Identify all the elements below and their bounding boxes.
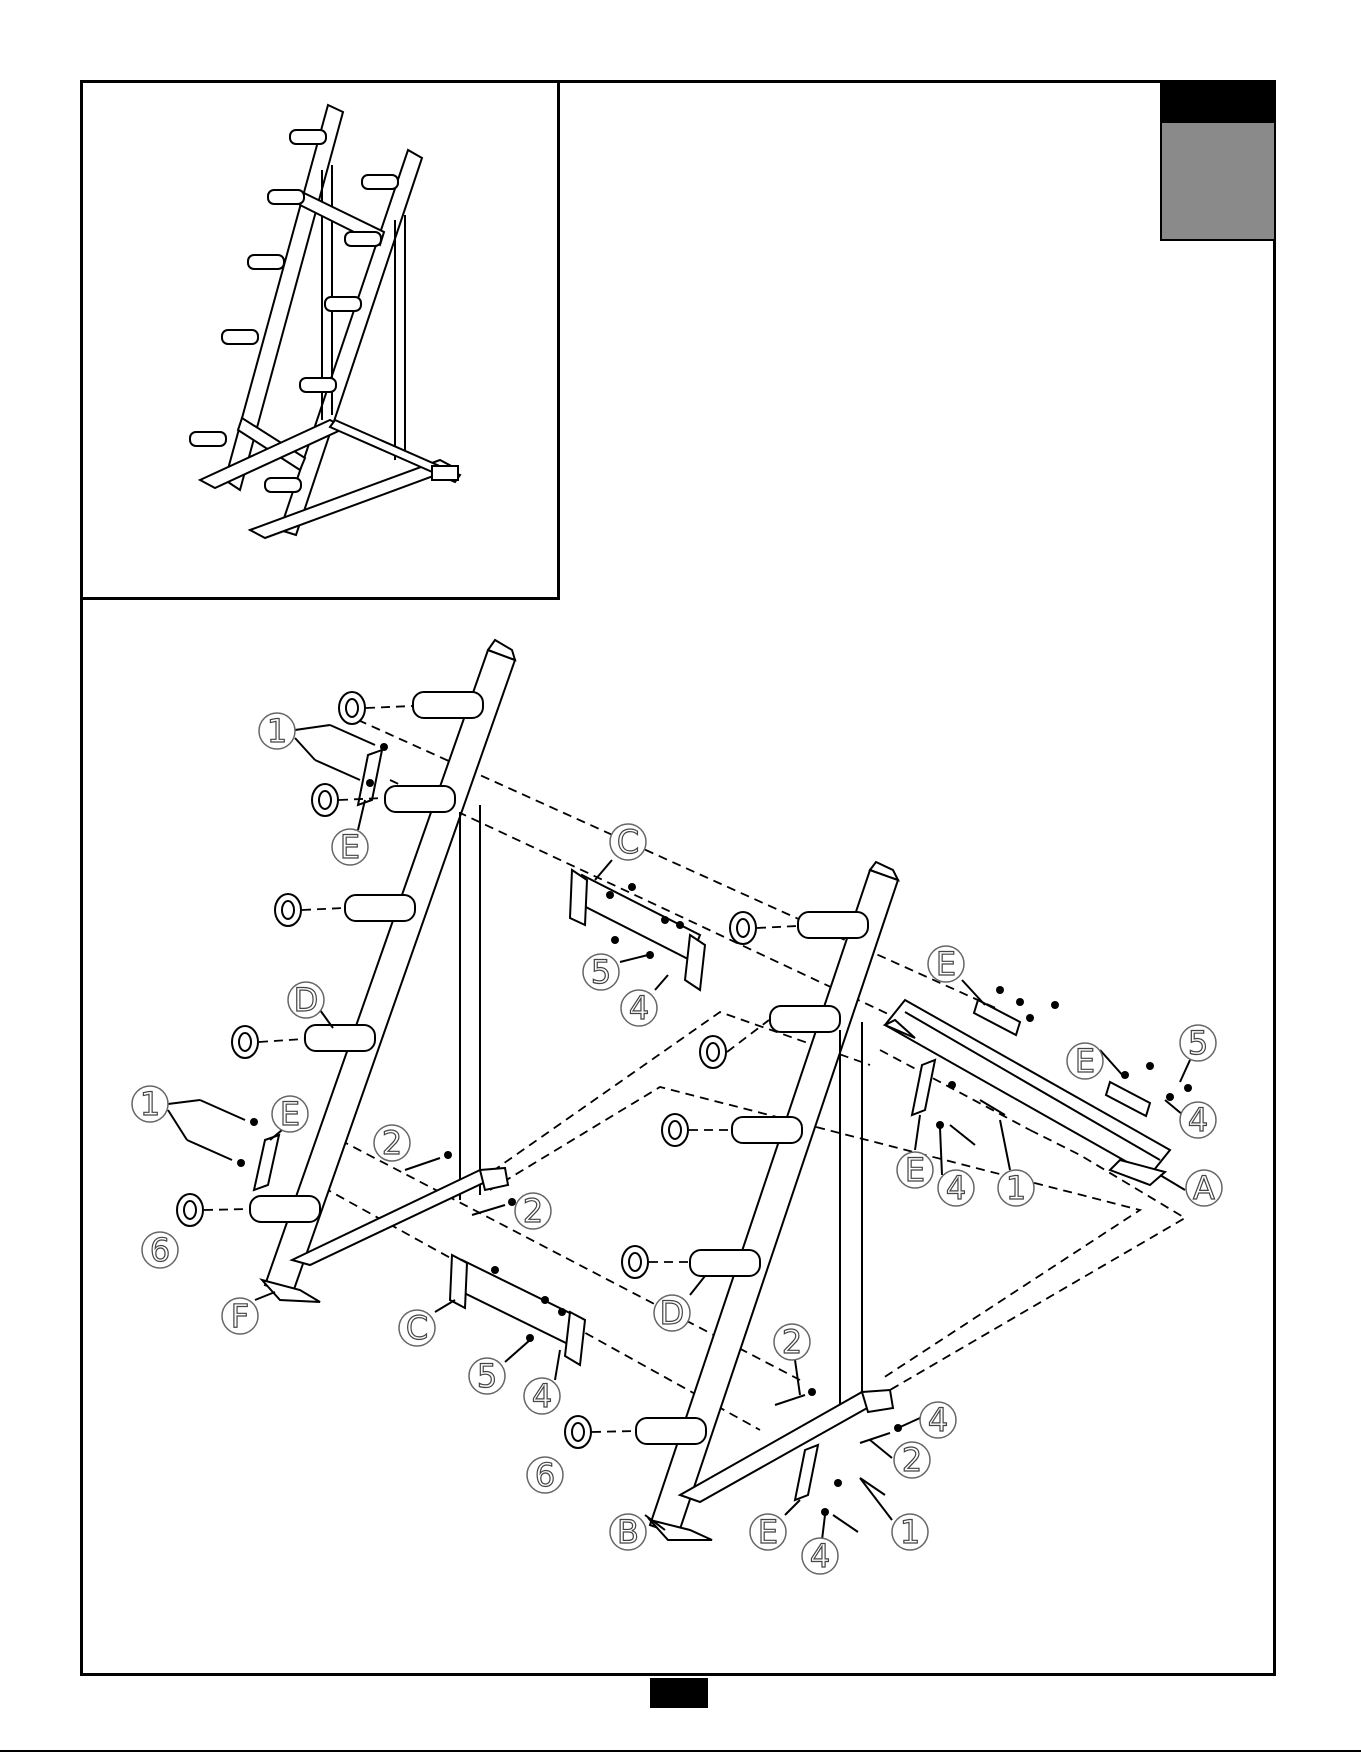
- callout-2-26: 2: [894, 1441, 930, 1479]
- callout-text: E: [280, 1095, 300, 1133]
- callout-text: 2: [382, 1124, 402, 1162]
- callout-text: 6: [535, 1456, 555, 1494]
- callout-text: D: [294, 981, 319, 1019]
- callout-text: C: [406, 1309, 428, 1347]
- callout-F-19: F: [222, 1297, 258, 1335]
- callout-A-17: A: [1186, 1169, 1222, 1207]
- callout-text: E: [905, 1151, 925, 1189]
- callout-E-8: E: [1067, 1042, 1103, 1080]
- callout-6-18: 6: [142, 1231, 178, 1269]
- callout-E-6: E: [928, 945, 964, 983]
- callout-text: 1: [140, 1085, 160, 1123]
- callout-1-10: 1: [132, 1085, 168, 1123]
- callout-D-21: D: [654, 1294, 690, 1332]
- callout-text: 4: [532, 1377, 552, 1415]
- callout-text: 1: [1006, 1169, 1026, 1207]
- callout-1-16: 1: [998, 1169, 1034, 1207]
- peg-sleeves-6: [177, 692, 797, 1448]
- callout-E-11: E: [272, 1095, 308, 1133]
- callout-E-14: E: [897, 1151, 933, 1189]
- callout-6-27: 6: [527, 1456, 563, 1494]
- callout-5-7: 5: [1180, 1024, 1216, 1062]
- callout-5-3: 5: [583, 953, 619, 991]
- callout-2-13: 2: [515, 1192, 551, 1230]
- callout-D-5: D: [288, 981, 324, 1019]
- callout-B-28: B: [610, 1513, 646, 1551]
- callout-text: 5: [1188, 1024, 1208, 1062]
- callout-text: 2: [782, 1323, 802, 1361]
- callout-text: F: [231, 1297, 249, 1335]
- callout-text: C: [617, 823, 639, 861]
- callout-1-0: 1: [259, 712, 295, 750]
- callout-text: 5: [477, 1357, 497, 1395]
- callout-text: D: [660, 1294, 685, 1332]
- callout-text: E: [758, 1513, 778, 1551]
- callout-4-25: 4: [920, 1401, 956, 1439]
- callout-text: E: [936, 945, 956, 983]
- callout-text: 4: [810, 1537, 830, 1575]
- callout-4-23: 4: [524, 1377, 560, 1415]
- callout-text: 4: [946, 1169, 966, 1207]
- callout-text: 1: [900, 1513, 920, 1551]
- callout-text: 4: [1188, 1101, 1208, 1139]
- callout-E-29: E: [750, 1513, 786, 1551]
- callout-2-24: 2: [774, 1323, 810, 1361]
- assembled-rack-drawing: [190, 105, 460, 538]
- callout-text: 4: [928, 1401, 948, 1439]
- callout-text: 2: [902, 1441, 922, 1479]
- callout-C-2: C: [610, 823, 646, 861]
- callout-2-12: 2: [374, 1124, 410, 1162]
- callout-C-20: C: [399, 1309, 435, 1347]
- callout-text: B: [617, 1513, 639, 1551]
- callout-4-15: 4: [938, 1169, 974, 1207]
- callout-4-30: 4: [802, 1537, 838, 1575]
- callout-E-1: E: [332, 828, 368, 866]
- callout-text: E: [1075, 1042, 1095, 1080]
- callout-4-9: 4: [1180, 1101, 1216, 1139]
- callout-text: 2: [523, 1192, 543, 1230]
- bolts: [187, 725, 1005, 1532]
- callout-text: 5: [591, 953, 611, 991]
- callout-text: 4: [629, 989, 649, 1027]
- callout-text: 6: [150, 1231, 170, 1269]
- callout-text: A: [1193, 1169, 1215, 1207]
- callout-4-4: 4: [621, 989, 657, 1027]
- callout-5-22: 5: [469, 1357, 505, 1395]
- callout-text: 1: [267, 712, 287, 750]
- callout-text: E: [340, 828, 360, 866]
- callout-1-31: 1: [892, 1513, 928, 1551]
